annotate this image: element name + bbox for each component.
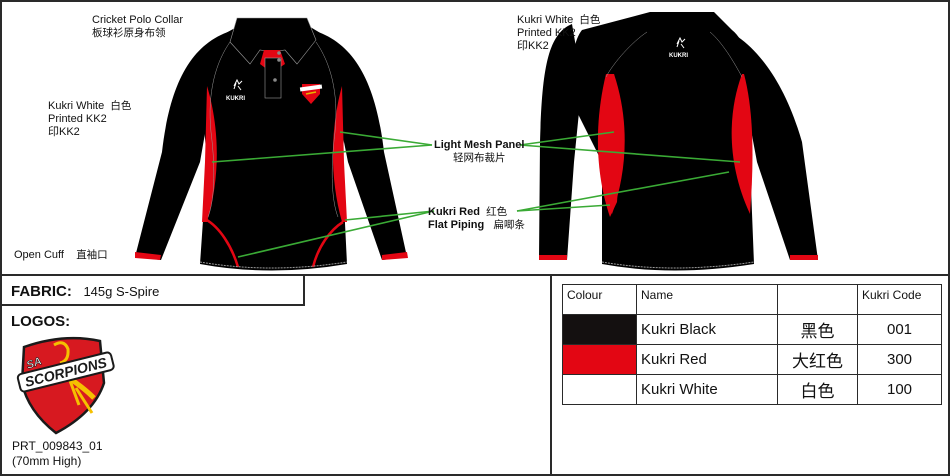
colour-name: Kukri White [636, 374, 778, 405]
colour-name-zh: 黑色 [777, 314, 858, 345]
callout-lines [211, 131, 741, 258]
colour-code: 001 [857, 314, 942, 345]
callout-mesh-panel: Light Mesh Panel 轻网布裁片 [434, 139, 524, 165]
sa-scorpions-logo-icon: SCORPIONS SA [16, 336, 115, 435]
front-logo-color-zh: 白色 [110, 100, 132, 112]
back-shirt: KUKRI [539, 12, 818, 271]
front-placket [264, 57, 282, 99]
piping-type-zh: 扁唧条 [493, 219, 525, 231]
callout-cuff: Open Cuff 直袖口 [14, 249, 108, 262]
garment-illustration-area: KUKRI [2, 2, 948, 274]
callout-front-logo: Kukri White 白色 Printed KK2 印KK2 [48, 100, 131, 139]
colour-name: Kukri Black [636, 314, 778, 345]
header-colour: Colour [562, 284, 637, 315]
front-logo-color-en: Kukri White [48, 100, 105, 112]
section-divider-vertical [550, 276, 552, 476]
logos-label: LOGOS: [11, 313, 71, 330]
colour-name-zh: 白色 [777, 374, 858, 405]
back-logo-print: Printed KK2 [517, 27, 576, 39]
button-icon [277, 58, 281, 62]
piping-type-en: Flat Piping [428, 219, 485, 231]
front-left-mesh-panel [202, 86, 217, 222]
back-left-mesh-panel-fill [597, 74, 620, 217]
mesh-label-zh: 轻网布裁片 [452, 152, 506, 164]
colour-table-header: Colour Name Kukri Code [562, 284, 942, 315]
logo-code-id: PRT_009843_01 [12, 439, 103, 453]
callout-back-logo: Kukri White 白色 Printed KK2 印KK2 [517, 14, 600, 53]
callout-piping: Kukri Red 红色 Flat Piping 扁唧条 [428, 206, 525, 232]
back-logo-color-zh: 白色 [579, 14, 601, 26]
header-kukri-code: Kukri Code [857, 284, 942, 315]
kukri-logo-icon: KUKRI [669, 36, 688, 59]
logo-size-note: (70mm High) [12, 454, 82, 468]
front-logo-print-zh: 印KK2 [48, 126, 80, 138]
collar-label-zh: 板球衫原身布领 [92, 27, 166, 39]
back-logo-print-zh: 印KK2 [517, 40, 549, 52]
svg-text:KUKRI: KUKRI [669, 53, 688, 59]
button-icon [277, 51, 281, 55]
piping-color-zh: 红色 [486, 206, 508, 218]
front-left-cuff [135, 252, 161, 260]
front-right-cuff [382, 252, 408, 260]
colour-swatch [562, 314, 637, 345]
button-icon [273, 78, 277, 82]
collar-label-en: Cricket Polo Collar [92, 14, 184, 26]
front-logo-print: Printed KK2 [48, 113, 107, 125]
front-right-mesh-panel [332, 86, 347, 222]
front-right-piping [311, 220, 344, 268]
fabric-box: FABRIC: 145g S-Spire [2, 276, 305, 306]
header-chinese [777, 284, 858, 315]
colour-swatch [562, 374, 637, 405]
team-badge-icon [299, 84, 323, 104]
callout-collar: Cricket Polo Collar 板球衫原身布领 [92, 14, 183, 40]
colour-name: Kukri Red [636, 344, 778, 375]
front-shirt: KUKRI [135, 17, 408, 271]
back-left-sleeve [539, 24, 582, 260]
back-logo-color-en: Kukri White [517, 14, 574, 26]
logo-code: PRT_009843_01 (70mm High) [12, 439, 103, 469]
section-divider [2, 274, 948, 276]
svg-text:KUKRI: KUKRI [226, 96, 245, 102]
back-body [571, 12, 754, 271]
piping-color-en: Kukri Red [428, 206, 480, 218]
mesh-label-en: Light Mesh Panel [434, 139, 525, 151]
fabric-value: 145g S-Spire [83, 284, 160, 299]
garment-drawings: KUKRI [135, 12, 818, 271]
cuff-label-en: Open Cuff [14, 249, 64, 261]
front-left-piping [204, 217, 240, 268]
back-left-cuff [539, 255, 567, 260]
svg-text:SA: SA [25, 355, 44, 372]
colour-name-zh: 大红色 [777, 344, 858, 375]
kukri-logo-icon: KUKRI [226, 78, 245, 102]
colour-swatch [562, 344, 637, 375]
header-name: Name [636, 284, 778, 315]
cuff-label-zh: 直袖口 [76, 249, 108, 261]
back-right-sleeve [712, 24, 818, 260]
back-right-cuff [790, 255, 818, 260]
colour-code: 100 [857, 374, 942, 405]
colour-code: 300 [857, 344, 942, 375]
back-right-mesh-panel [731, 74, 753, 214]
fabric-label: FABRIC: [11, 283, 72, 300]
